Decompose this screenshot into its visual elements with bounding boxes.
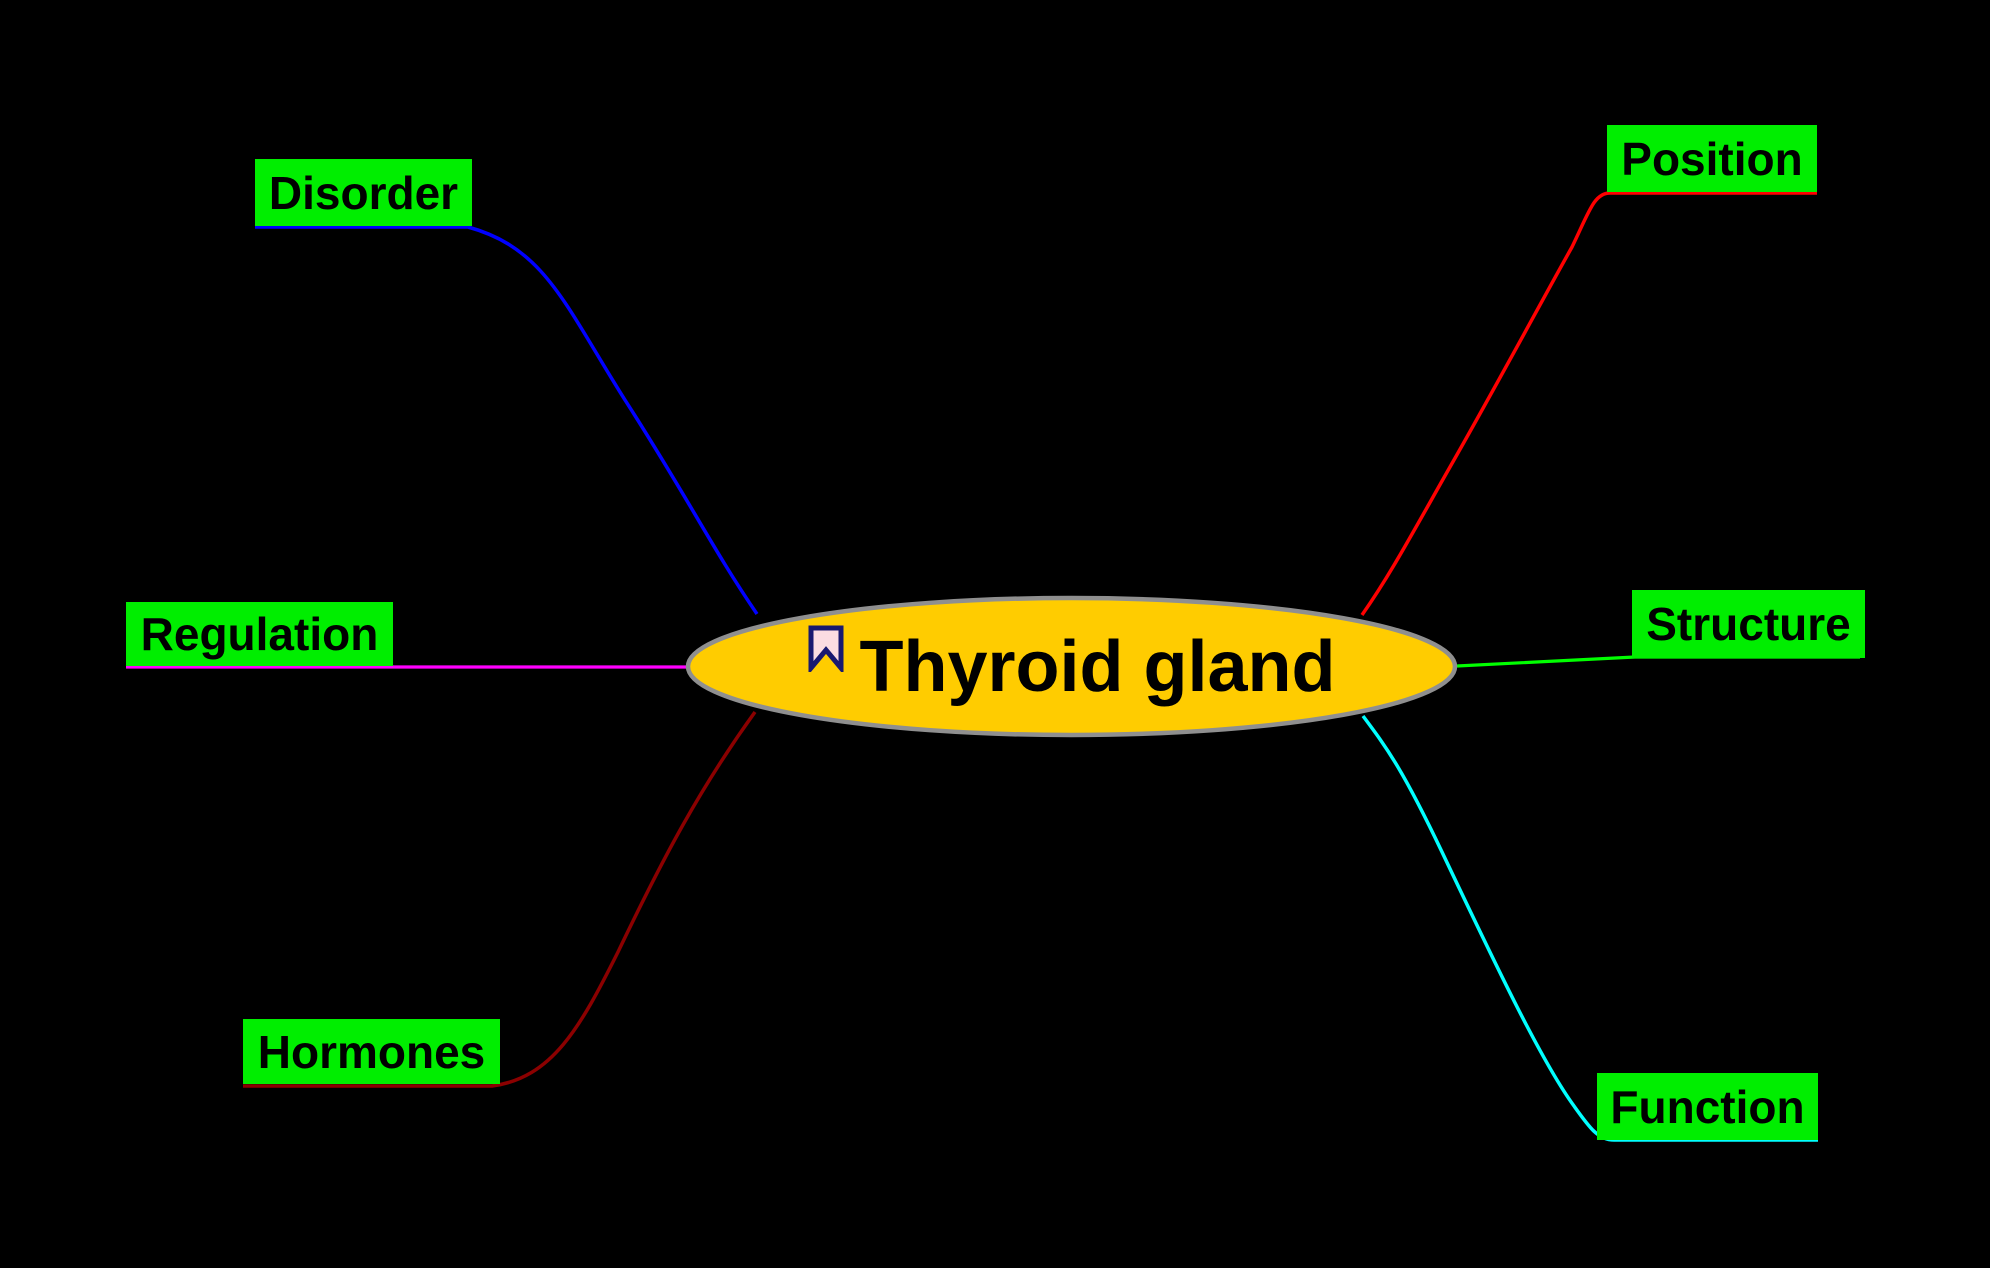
bookmark-icon [808,625,844,677]
node-label-hormones[interactable]: Hormones [243,1019,500,1084]
node-label-position[interactable]: Position [1607,125,1817,192]
branch-line-function [1361,714,1818,1142]
node-label-disorder[interactable]: Disorder [255,159,472,226]
branch-line-hormones [243,710,757,1088]
branch-line-disorder [255,225,759,615]
node-label-regulation[interactable]: Regulation [126,602,393,666]
branch-line-structure [1456,655,1860,668]
node-label-function[interactable]: Function [1597,1073,1818,1140]
root-node-label: Thyroid gland [859,626,1336,707]
root-node[interactable]: Thyroid gland [686,596,1457,737]
node-label-structure[interactable]: Structure [1632,590,1865,658]
branch-line-position [1360,191,1817,617]
root-node-ellipse[interactable] [685,595,1458,738]
